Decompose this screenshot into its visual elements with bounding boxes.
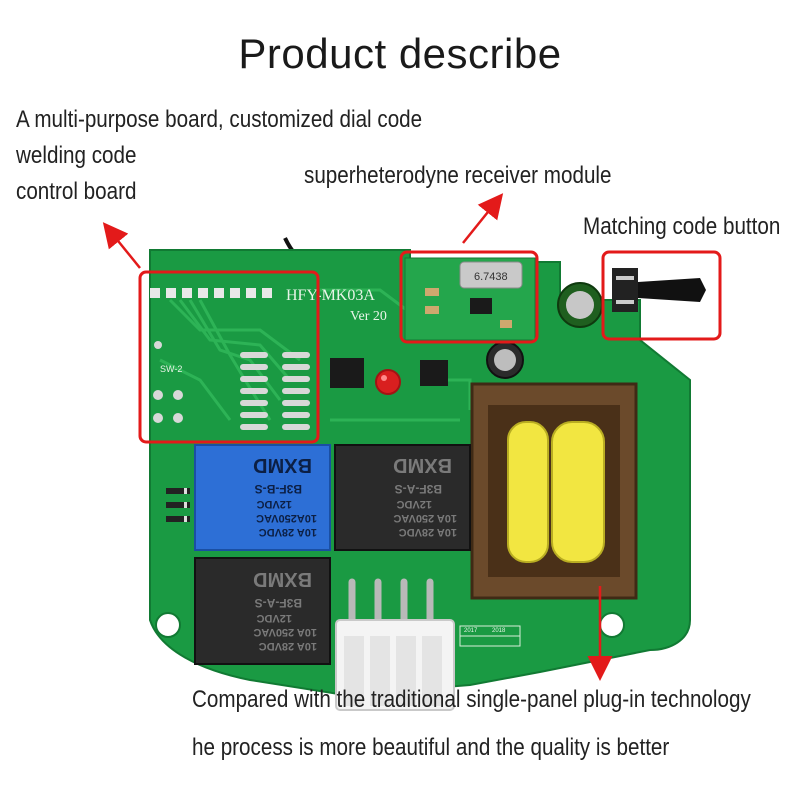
svg-text:2017: 2017: [464, 628, 478, 634]
relay-blue: 10A 28VDC 10A250VAC 12VDC B3F-B-S BXMD: [194, 444, 331, 551]
svg-text:B3F-A-S: B3F-A-S: [255, 596, 302, 610]
arrow-receiver: [462, 193, 504, 244]
crystal-oscillator: [459, 261, 523, 289]
date-code-table: 2017 2018: [459, 625, 521, 647]
mounting-hole: [155, 612, 181, 638]
highlight-button-region: [601, 250, 722, 341]
mounting-hole: [599, 612, 625, 638]
relay-black-2: 10A 28VDC 10A 250VAC 12VDC B3F-A-S BXMD: [194, 557, 331, 665]
page-title: Product describe: [238, 30, 562, 77]
matching-code-button-stem: [638, 278, 706, 302]
svg-text:10A 28VDC: 10A 28VDC: [399, 526, 457, 538]
transformer-coil: [507, 421, 549, 563]
svg-text:BXMD: BXMD: [393, 454, 452, 476]
ic-chip: [330, 358, 364, 388]
tact-switch-body: [612, 268, 638, 312]
annotation-line: control board: [16, 178, 137, 205]
svg-text:10A 28VDC: 10A 28VDC: [259, 526, 317, 538]
svg-text:B3F-A-S: B3F-A-S: [395, 482, 442, 496]
svg-text:10A250VAC: 10A250VAC: [256, 512, 317, 524]
arrow-multi-purpose: [102, 222, 141, 269]
svg-text:2018: 2018: [492, 628, 506, 634]
diodes: [166, 488, 190, 522]
annotation-bottom-line-2: he process is more beautiful and the qua…: [192, 734, 670, 761]
red-led: [375, 369, 401, 395]
annotation-multi-purpose: A multi-purpose board, customized dial c…: [16, 102, 422, 210]
receiver-ic: [470, 298, 492, 314]
highlight-multi-purpose-region: [138, 270, 320, 444]
svg-text:BXMD: BXMD: [253, 568, 312, 590]
ic-chip: [420, 360, 448, 386]
svg-text:10A 250VAC: 10A 250VAC: [253, 626, 317, 638]
annotation-receiver: superheterodyne receiver module: [304, 162, 612, 189]
highlight-receiver-region: [399, 250, 539, 344]
switch-label: SW-2: [160, 364, 182, 374]
svg-text:B3F-B-S: B3F-B-S: [255, 482, 302, 496]
svg-text:10A 250VAC: 10A 250VAC: [393, 512, 457, 524]
transformer-coil: [551, 421, 605, 563]
power-connector: [335, 578, 455, 711]
annotation-matching-button: Matching code button: [583, 213, 781, 240]
svg-text:BXMD: BXMD: [253, 454, 312, 476]
board-version-label: Ver 20: [350, 309, 387, 324]
annotation-line: A multi-purpose board, customized dial c…: [16, 106, 423, 133]
dip-pads: [153, 341, 310, 430]
svg-text:10A 28VDC: 10A 28VDC: [259, 640, 317, 652]
pin-header: [150, 288, 272, 298]
svg-text:12VDC: 12VDC: [256, 498, 292, 510]
annotation-line: welding code: [16, 142, 137, 169]
svg-text:12VDC: 12VDC: [256, 612, 292, 624]
annotation-bottom-line-1: Compared with the traditional single-pan…: [192, 686, 751, 713]
relay-black-1: 10A 28VDC 10A 250VAC 12VDC B3F-A-S BXMD: [334, 444, 471, 551]
crystal-label: 6.7438: [474, 271, 508, 283]
svg-text:12VDC: 12VDC: [396, 498, 432, 510]
board-model-label: HFY-MK03A: [286, 287, 375, 304]
